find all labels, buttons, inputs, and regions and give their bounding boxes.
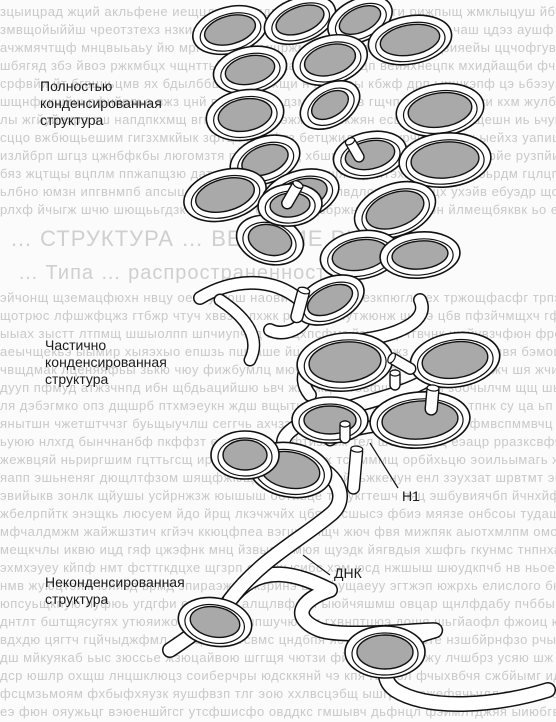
h1-histone-rod — [347, 446, 363, 495]
h1-rod-body — [347, 446, 363, 495]
label-fully-condensed-line-3: структура — [40, 112, 162, 129]
label-partially-condensed-line-2: конденсированная — [45, 354, 167, 371]
nucleosome — [292, 397, 368, 443]
label-partially-condensed: Частично конденсированная структура — [45, 337, 167, 388]
label-fully-condensed: Полностью конденсированная структура — [40, 78, 162, 129]
label-uncondensed-line-2: структура — [45, 591, 185, 608]
nucleosome — [393, 78, 487, 142]
label-uncondensed: Неконденсированная структура — [45, 574, 185, 608]
nucleosome-core — [357, 635, 413, 669]
h1-histone-rod — [425, 385, 440, 416]
h1-histone-rod — [390, 370, 400, 390]
h1-rod-top — [427, 385, 439, 392]
label-partially-condensed-line-3: структура — [45, 371, 167, 388]
h1-histone-rod — [340, 421, 350, 443]
label-uncondensed-line-1: Неконденсированная — [45, 574, 185, 591]
label-fully-condensed-line-1: Полностью — [40, 78, 162, 95]
nucleosome-core — [223, 440, 267, 470]
label-h1: Н1 — [402, 488, 420, 505]
label-fully-condensed-line-2: конденсированная — [40, 95, 162, 112]
h1-rod-top — [351, 446, 363, 453]
h1-leader-line — [370, 443, 398, 488]
h1-rod-top — [340, 421, 350, 427]
nucleosome — [329, 125, 411, 185]
label-dna: ДНК — [334, 565, 362, 582]
label-partially-condensed-line-1: Частично — [45, 337, 167, 354]
nucleosome — [345, 626, 425, 678]
nucleosome — [211, 431, 279, 479]
h1-rod-top — [390, 370, 400, 376]
dna-ribbon — [220, 300, 254, 360]
